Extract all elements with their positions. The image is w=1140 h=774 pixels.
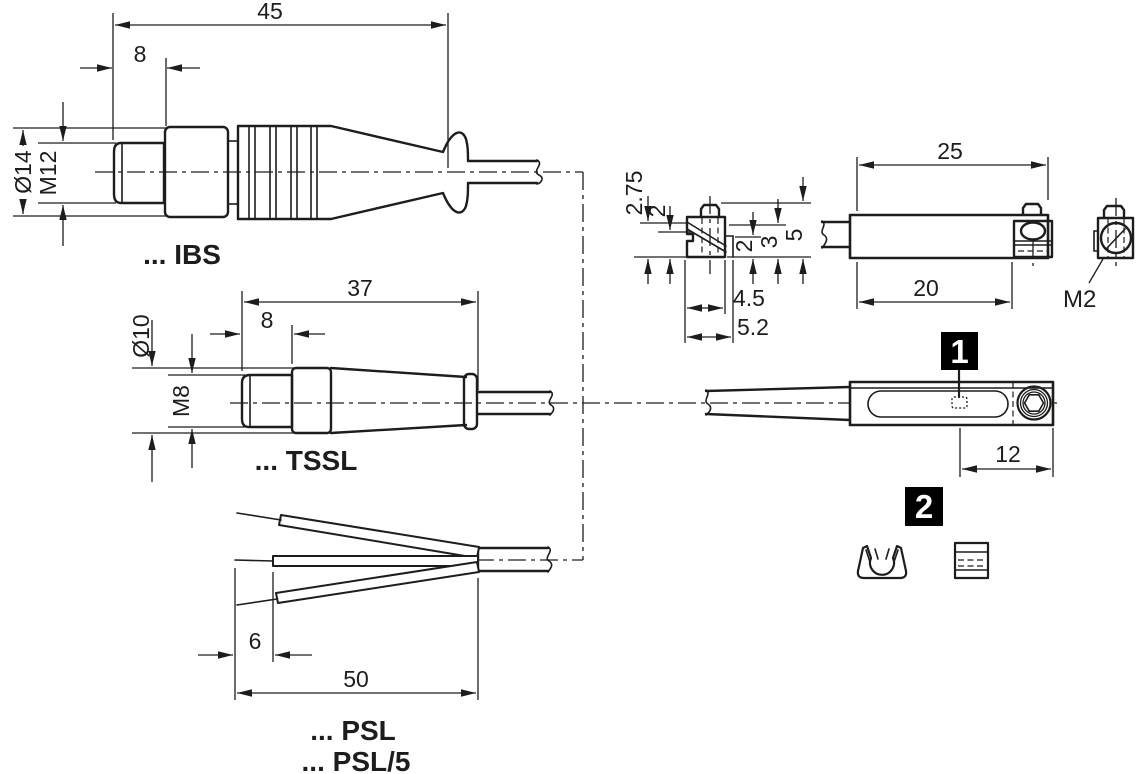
label-tssl: ... TSSL bbox=[255, 445, 358, 476]
accessories: 2 bbox=[856, 487, 990, 580]
dim-clamp-screw: M2 bbox=[1063, 286, 1096, 313]
dim-tssl-thread: M8 bbox=[168, 385, 194, 417]
cable-break bbox=[535, 159, 543, 185]
item-2-badge-number: 2 bbox=[915, 488, 933, 525]
tssl-knurled-nut bbox=[290, 366, 333, 435]
ibs-connector-drawing: 45 8 Ø14 M12 ... IBS bbox=[10, 0, 543, 270]
dim-psl-strip: 6 bbox=[249, 628, 262, 654]
dim-ibs-thread: M12 bbox=[35, 151, 61, 196]
sensor-end-view: 2.75 2 2 3 5 4.5 5.2 bbox=[621, 171, 811, 343]
cable-break bbox=[548, 390, 555, 416]
item-1-badge-number: 1 bbox=[950, 333, 968, 370]
dim-end-e: 5 bbox=[781, 229, 807, 242]
label-ibs: ... IBS bbox=[143, 239, 221, 270]
top-view-slot bbox=[867, 390, 1009, 418]
dim-top-sensing: 12 bbox=[995, 441, 1021, 467]
dim-side-body: 20 bbox=[913, 275, 939, 301]
side-view-screw-top bbox=[1021, 202, 1043, 217]
cable-break bbox=[546, 546, 553, 573]
cable-break bbox=[821, 220, 828, 249]
clamp-screw-icon bbox=[1016, 385, 1052, 421]
m2-clamp-detail: M2 bbox=[1063, 198, 1135, 313]
tssl-strain-relief bbox=[462, 372, 479, 431]
top-view-body bbox=[848, 380, 1055, 427]
psl-cable-drawing: 6 50 ... PSL ... PSL/5 bbox=[198, 512, 553, 774]
dim-end-width-total: 5.2 bbox=[737, 314, 769, 340]
end-view-body bbox=[685, 215, 727, 259]
tssl-thread bbox=[240, 373, 294, 429]
psl-wire-bottom bbox=[275, 561, 480, 604]
label-psl: ... PSL bbox=[310, 715, 396, 746]
ibs-body bbox=[236, 124, 539, 221]
sensor-side-view: 25 20 M2 bbox=[820, 138, 1135, 313]
dim-ibs-overall: 45 bbox=[257, 0, 283, 24]
cable-break bbox=[705, 389, 712, 416]
sensor-top-view: 1 12 bbox=[704, 332, 1055, 477]
dim-end-a: 2.75 bbox=[621, 171, 647, 216]
dim-psl-length: 50 bbox=[343, 666, 369, 692]
dim-ibs-thread-length: 8 bbox=[134, 41, 147, 67]
side-view-screw-head bbox=[1019, 221, 1047, 241]
item-1-badge bbox=[941, 332, 978, 370]
dim-tssl-overall: 37 bbox=[347, 275, 373, 301]
dim-side-overall: 25 bbox=[937, 138, 963, 164]
mounting-clip-side-drawing bbox=[953, 541, 990, 580]
dim-end-b: 2 bbox=[644, 205, 670, 218]
ibs-thread bbox=[112, 141, 166, 205]
tssl-connector-drawing: 37 8 Ø10 M8 ... TSSL bbox=[128, 275, 555, 482]
item-2-badge bbox=[905, 487, 943, 526]
hex-socket-icon bbox=[1023, 393, 1045, 413]
mounting-clip-front-drawing bbox=[856, 544, 908, 580]
dim-ibs-diameter: Ø14 bbox=[10, 150, 36, 194]
dim-tssl-diameter: Ø10 bbox=[128, 314, 154, 357]
dim-end-width: 4.5 bbox=[733, 285, 765, 311]
end-view-tab bbox=[724, 235, 734, 258]
label-psl5: ... PSL/5 bbox=[302, 746, 411, 774]
dim-end-d: 3 bbox=[756, 236, 782, 249]
psl-wire-top bbox=[278, 514, 480, 559]
dim-end-c: 2 bbox=[731, 240, 757, 253]
dim-tssl-thread-length: 8 bbox=[261, 307, 274, 333]
psl-wire-mid bbox=[272, 555, 479, 567]
